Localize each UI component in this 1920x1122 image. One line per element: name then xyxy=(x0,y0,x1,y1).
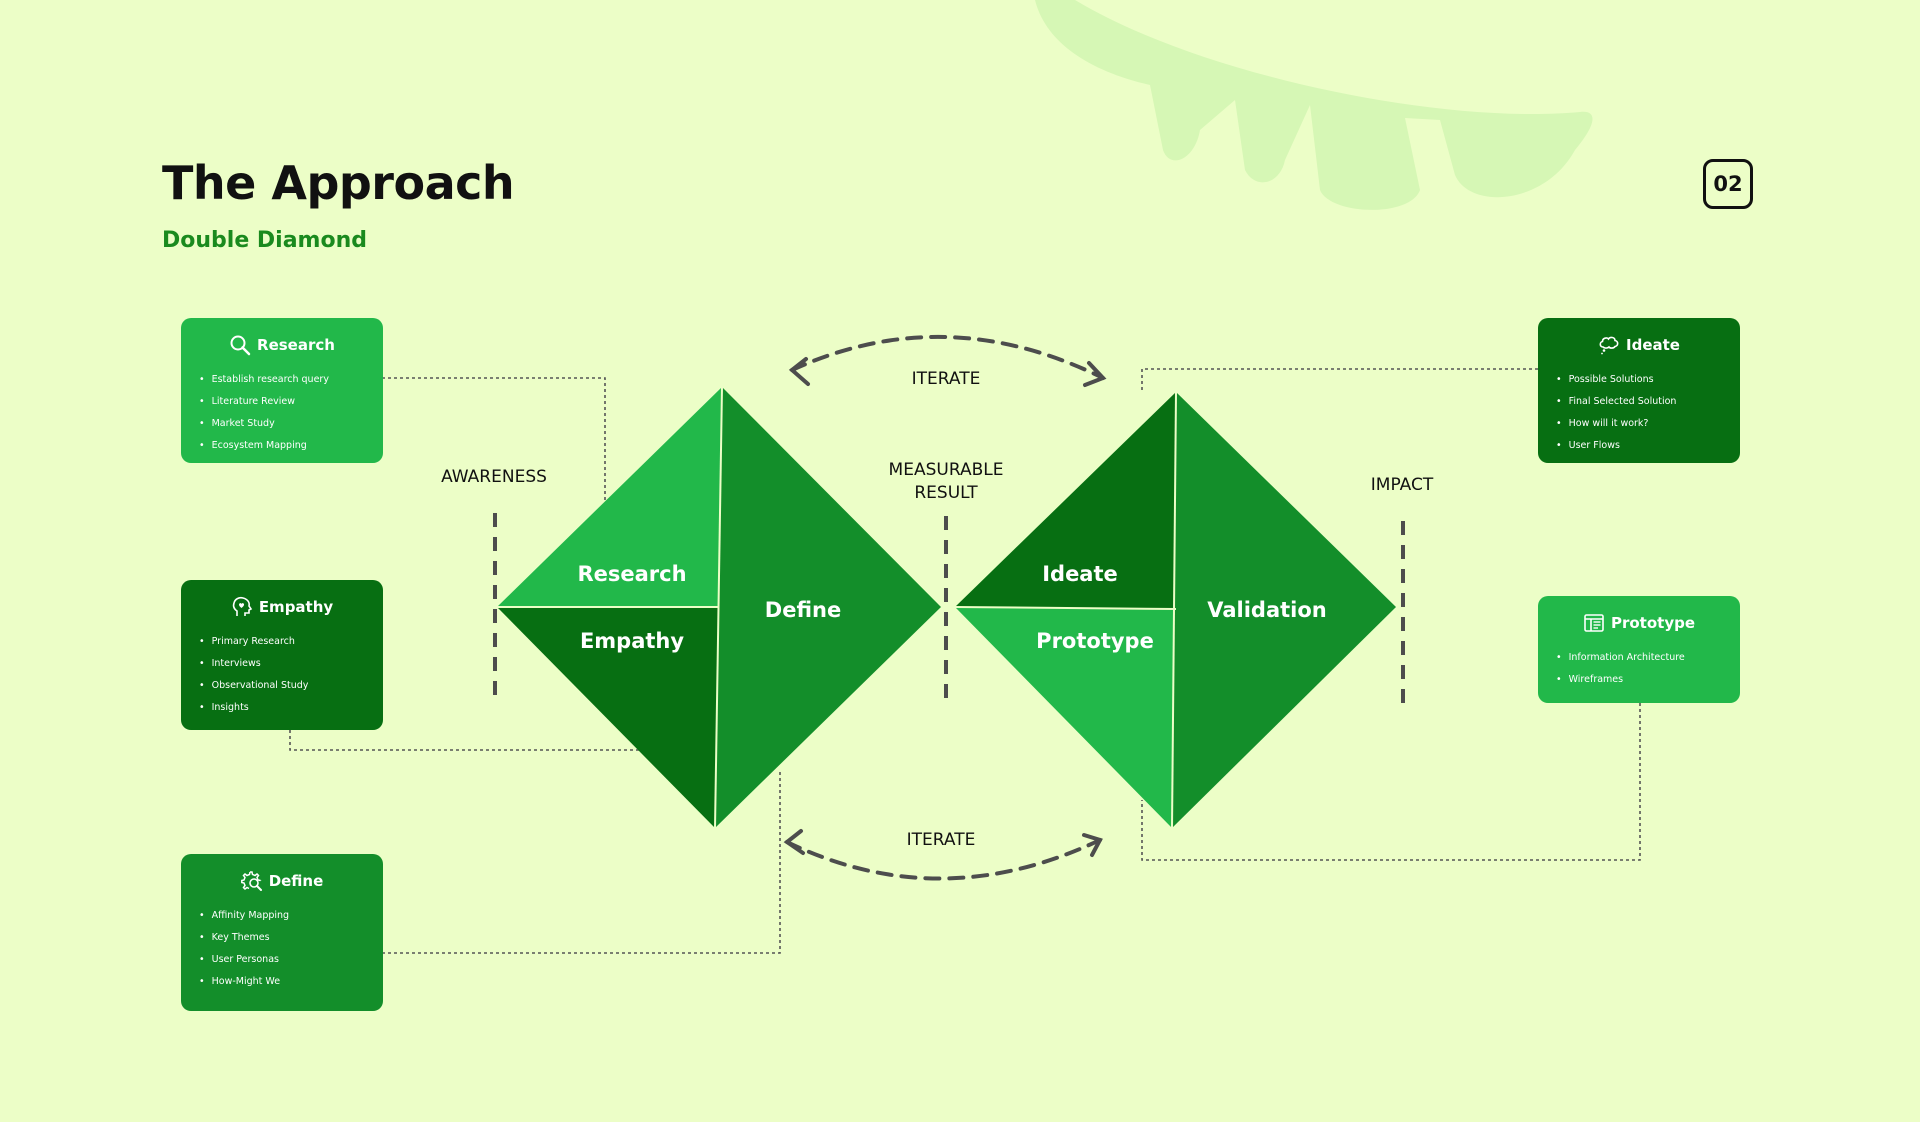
connector-empathy xyxy=(289,730,640,751)
list-item: Possible Solutions xyxy=(1556,369,1726,391)
label-research: Research xyxy=(577,562,686,586)
list-item: Affinity Mapping xyxy=(199,905,369,927)
marker-lines xyxy=(493,513,1405,710)
list-item: Wireframes xyxy=(1556,669,1726,691)
iterate-top-arrowhead-right xyxy=(1083,361,1107,387)
card-ideate-list: Possible Solutions Final Selected Soluti… xyxy=(1552,369,1726,457)
card-empathy-title: Empathy xyxy=(258,598,334,616)
left-diamond-right xyxy=(715,387,941,828)
marker-awareness: AWARENESS xyxy=(441,467,547,487)
list-item: User Personas xyxy=(199,949,369,971)
list-item: How will it work? xyxy=(1556,413,1726,435)
thought-bubble-icon xyxy=(1599,336,1619,355)
card-prototype-title: Prototype xyxy=(1610,614,1696,632)
card-define-list: Affinity Mapping Key Themes User Persona… xyxy=(195,905,369,993)
connector-define xyxy=(382,770,781,954)
card-define: Define Affinity Mapping Key Themes User … xyxy=(181,854,383,1011)
card-research-list: Establish research query Literature Revi… xyxy=(195,369,369,457)
iterate-bottom-arrow xyxy=(785,838,1102,881)
card-empathy: Empathy Primary Research Interviews Obse… xyxy=(181,580,383,730)
gear-search-icon xyxy=(240,871,262,891)
list-item: Primary Research xyxy=(199,631,369,653)
card-research: Research Establish research query Litera… xyxy=(181,318,383,463)
head-heart-icon xyxy=(232,596,252,616)
right-diamond-bottom-left xyxy=(955,607,1176,828)
list-item: Final Selected Solution xyxy=(1556,391,1726,413)
magnifier-icon xyxy=(230,335,251,356)
list-item: Information Architecture xyxy=(1556,647,1726,669)
label-define: Define xyxy=(765,598,841,622)
iterate-top-label: ITERATE xyxy=(912,369,981,389)
layout-icon xyxy=(1584,614,1604,632)
marker-result: RESULT xyxy=(914,483,978,503)
iterate-bottom-label: ITERATE xyxy=(907,830,976,850)
list-item: Observational Study xyxy=(199,675,369,697)
marker-impact: IMPACT xyxy=(1371,475,1434,495)
right-diamond-right xyxy=(1172,392,1396,828)
list-item: Key Themes xyxy=(199,927,369,949)
list-item: Literature Review xyxy=(199,391,369,413)
page-subtitle: Double Diamond xyxy=(162,228,368,253)
iterate-arrows xyxy=(783,334,1107,881)
card-empathy-list: Primary Research Interviews Observationa… xyxy=(195,631,369,719)
list-item: Interviews xyxy=(199,653,369,675)
connector-ideate xyxy=(1141,368,1538,392)
card-define-title: Define xyxy=(268,872,324,890)
card-ideate: Ideate Possible Solutions Final Selected… xyxy=(1538,318,1740,463)
list-item: Establish research query xyxy=(199,369,369,391)
left-diamond-top-left xyxy=(497,387,722,607)
label-empathy: Empathy xyxy=(580,629,684,653)
iterate-bottom-arrowhead-left xyxy=(783,829,805,855)
connector-research xyxy=(382,377,606,500)
right-diamond xyxy=(954,391,1396,829)
label-ideate: Ideate xyxy=(1042,562,1118,586)
connector-prototype xyxy=(1141,703,1641,861)
card-prototype-list: Information Architecture Wireframes xyxy=(1552,647,1726,691)
iterate-top-arrow xyxy=(790,334,1105,380)
list-item: Ecosystem Mapping xyxy=(199,435,369,457)
label-validation: Validation xyxy=(1207,598,1327,622)
card-prototype: Prototype Information Architecture Wiref… xyxy=(1538,596,1740,703)
page-title: The Approach xyxy=(162,156,515,210)
card-ideate-title: Ideate xyxy=(1626,336,1680,354)
list-item: Market Study xyxy=(199,413,369,435)
left-diamond-bottom-left xyxy=(497,607,719,828)
label-prototype: Prototype xyxy=(1036,629,1154,653)
iterate-bottom-arrowhead-right xyxy=(1082,833,1103,857)
list-item: User Flows xyxy=(1556,435,1726,457)
list-item: How-Might We xyxy=(199,971,369,993)
page-number-badge: 02 xyxy=(1703,159,1753,209)
right-diamond-top-left xyxy=(955,392,1176,609)
iterate-top-arrowhead-left xyxy=(788,357,810,386)
left-diamond xyxy=(497,386,941,829)
connector-lines xyxy=(289,368,1641,954)
marker-measurable: MEASURABLE xyxy=(889,460,1004,480)
card-research-title: Research xyxy=(257,336,335,354)
list-item: Insights xyxy=(199,697,369,719)
